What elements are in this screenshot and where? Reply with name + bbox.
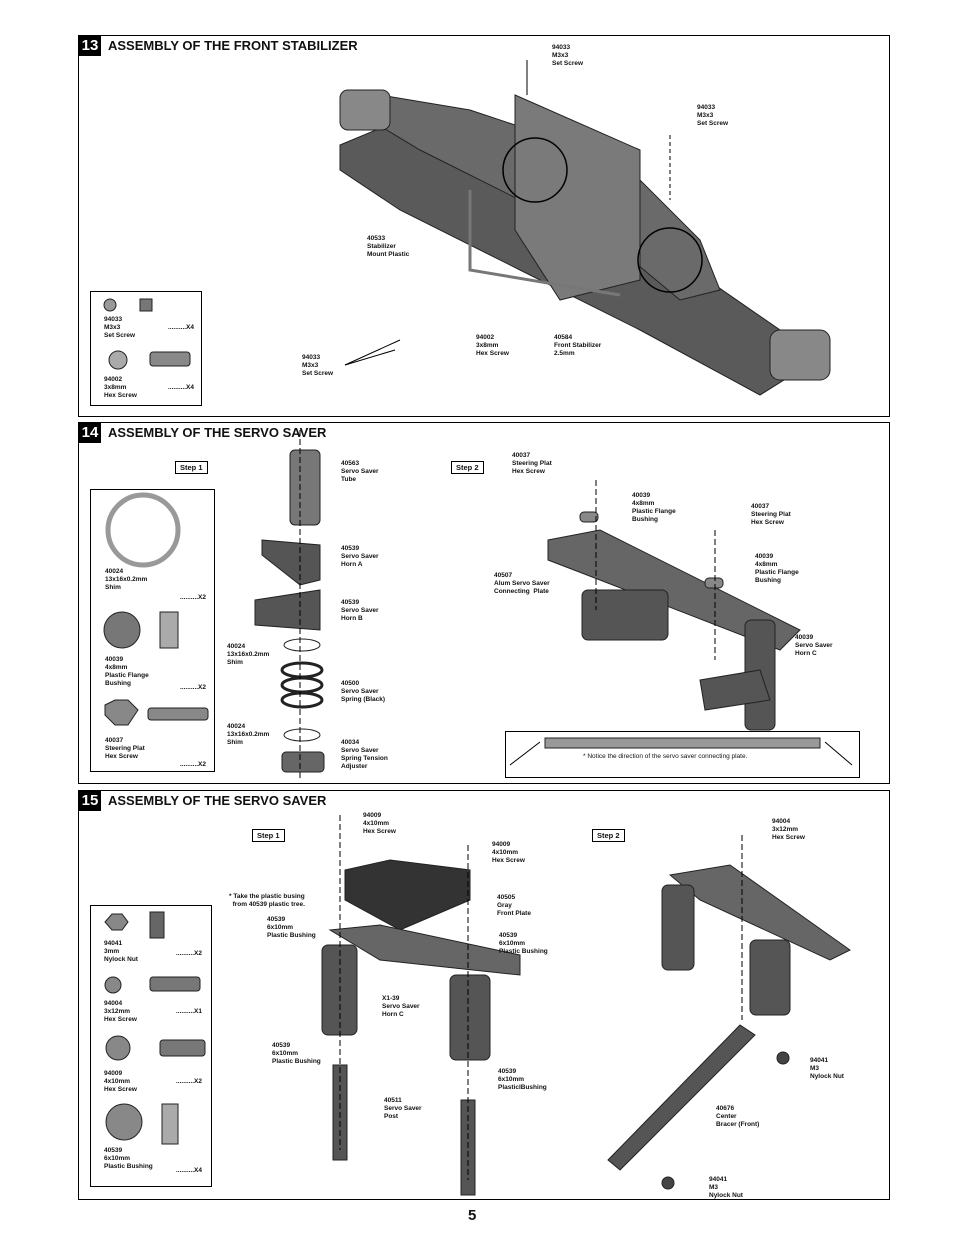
- part-label: 40039 4x8mm Plastic Flange Bushing: [632, 492, 676, 523]
- part-label: 40539 6x10mm PlasticlBushing: [498, 1068, 547, 1091]
- key-qty: ..........X2: [180, 684, 207, 691]
- part-label: 40039 Servo Saver Horn C: [795, 634, 833, 657]
- part-label: 40539 6x10mm Plastic Bushing: [272, 1042, 321, 1065]
- key-label: 40539 6x10mm Plastic Bushing: [104, 1147, 153, 1170]
- parts-key-box: [90, 489, 215, 772]
- part-label: 40539 6x10mm Plastic Bushing: [499, 932, 548, 955]
- step-1-label: Step 1: [252, 829, 285, 842]
- part-label: 40500 Servo Saver Spring (Black): [341, 680, 386, 703]
- part-label: 40037 Steering Plat Hex Screw: [751, 503, 791, 526]
- key-label: 94009 4x10mm Hex Screw: [104, 1070, 137, 1093]
- key-qty: ..........X4: [168, 384, 195, 391]
- part-label: 94009 4x10mm Hex Screw: [363, 812, 396, 835]
- part-label: 40024 13x16x0.2mm Shim: [227, 643, 270, 666]
- section-title: ASSEMBLY OF THE SERVO SAVER: [108, 425, 327, 440]
- section-15-panel: 15 ASSEMBLY OF THE SERVO SAVER: [78, 790, 890, 1200]
- part-label: 94033 M3x3 Set Screw: [697, 104, 729, 127]
- key-qty: ..........X2: [180, 594, 207, 601]
- part-label: 40511 Servo Saver Post: [384, 1097, 422, 1120]
- part-label: 94041 M3 Nylock Nut: [810, 1057, 844, 1080]
- part-label: 40507 Alum Servo Saver Connecting Plate: [494, 572, 550, 595]
- parts-key-box: [90, 291, 202, 406]
- key-qty: ..........X2: [176, 950, 203, 957]
- section-14-panel: 14 ASSEMBLY OF THE SERVO SAVER: [78, 422, 890, 784]
- part-label: X1-39 Servo Saver Horn C: [382, 995, 420, 1018]
- key-qty: ..........X4: [176, 1167, 203, 1174]
- part-label: 94004 3x12mm Hex Screw: [772, 818, 805, 841]
- key-label: 94004 3x12mm Hex Screw: [104, 1000, 137, 1023]
- part-label: 40539 6x10mm Plastic Bushing: [267, 916, 316, 939]
- parts-key-box: [90, 905, 212, 1187]
- section-13-panel: 13 ASSEMBLY OF THE FRONT STABILIZER: [78, 35, 890, 417]
- notice-box: [505, 731, 860, 778]
- part-note: * Take the plastic busing from 40539 pla…: [229, 893, 305, 908]
- part-label: 40034 Servo Saver Spring Tension Adjuste…: [341, 739, 388, 770]
- notice-text: * Notice the direction of the servo save…: [583, 753, 748, 760]
- part-label: 40539 Servo Saver Horn B: [341, 599, 379, 622]
- part-label: 94002 3x8mm Hex Screw: [476, 334, 509, 357]
- key-qty: ..........X2: [176, 1078, 203, 1085]
- key-label: 40024 13x16x0.2mm Shim: [105, 568, 148, 591]
- part-label: 94041 M3 Nylock Nut: [709, 1176, 743, 1199]
- section-number: 13: [79, 36, 101, 56]
- part-label: 40039 4x8mm Plastic Flange Bushing: [755, 553, 799, 584]
- part-label: 40037 Steering Plat Hex Screw: [512, 452, 552, 475]
- section-title: ASSEMBLY OF THE SERVO SAVER: [108, 793, 327, 808]
- key-label: 40039 4x8mm Plastic Flange Bushing: [105, 656, 149, 687]
- key-qty: ..........X4: [168, 324, 195, 331]
- part-label: 40676 Center Bracer (Front): [716, 1105, 760, 1128]
- part-label: 94033 M3x3 Set Screw: [302, 354, 334, 377]
- key-label: 40037 Steering Plat Hex Screw: [105, 737, 145, 760]
- section-number: 15: [79, 791, 101, 811]
- key-label: 94041 3mm Nylock Nut: [104, 940, 138, 963]
- key-label: 94002 3x8mm Hex Screw: [104, 376, 137, 399]
- part-label: 40539 Servo Saver Horn A: [341, 545, 379, 568]
- part-label: 94033 M3x3 Set Screw: [552, 44, 584, 67]
- step-2-label: Step 2: [451, 461, 484, 474]
- part-label: 40505 Gray Front Plate: [497, 894, 531, 917]
- key-label: 94033 M3x3 Set Screw: [104, 316, 136, 339]
- part-label: 40533 Stabilizer Mount Plastic: [367, 235, 410, 258]
- part-label: 40563 Servo Saver Tube: [341, 460, 379, 483]
- key-qty: ..........X2: [180, 761, 207, 768]
- part-label: 40584 Front Stabilizer 2.5mm: [554, 334, 602, 357]
- key-qty: ..........X1: [176, 1008, 203, 1015]
- page-number: 5: [468, 1207, 477, 1224]
- part-label: 94009 4x10mm Hex Screw: [492, 841, 525, 864]
- step-1-label: Step 1: [175, 461, 208, 474]
- section-number: 14: [79, 423, 101, 443]
- step-2-label: Step 2: [592, 829, 625, 842]
- section-title: ASSEMBLY OF THE FRONT STABILIZER: [108, 38, 358, 53]
- part-label: 40024 13x16x0.2mm Shim: [227, 723, 270, 746]
